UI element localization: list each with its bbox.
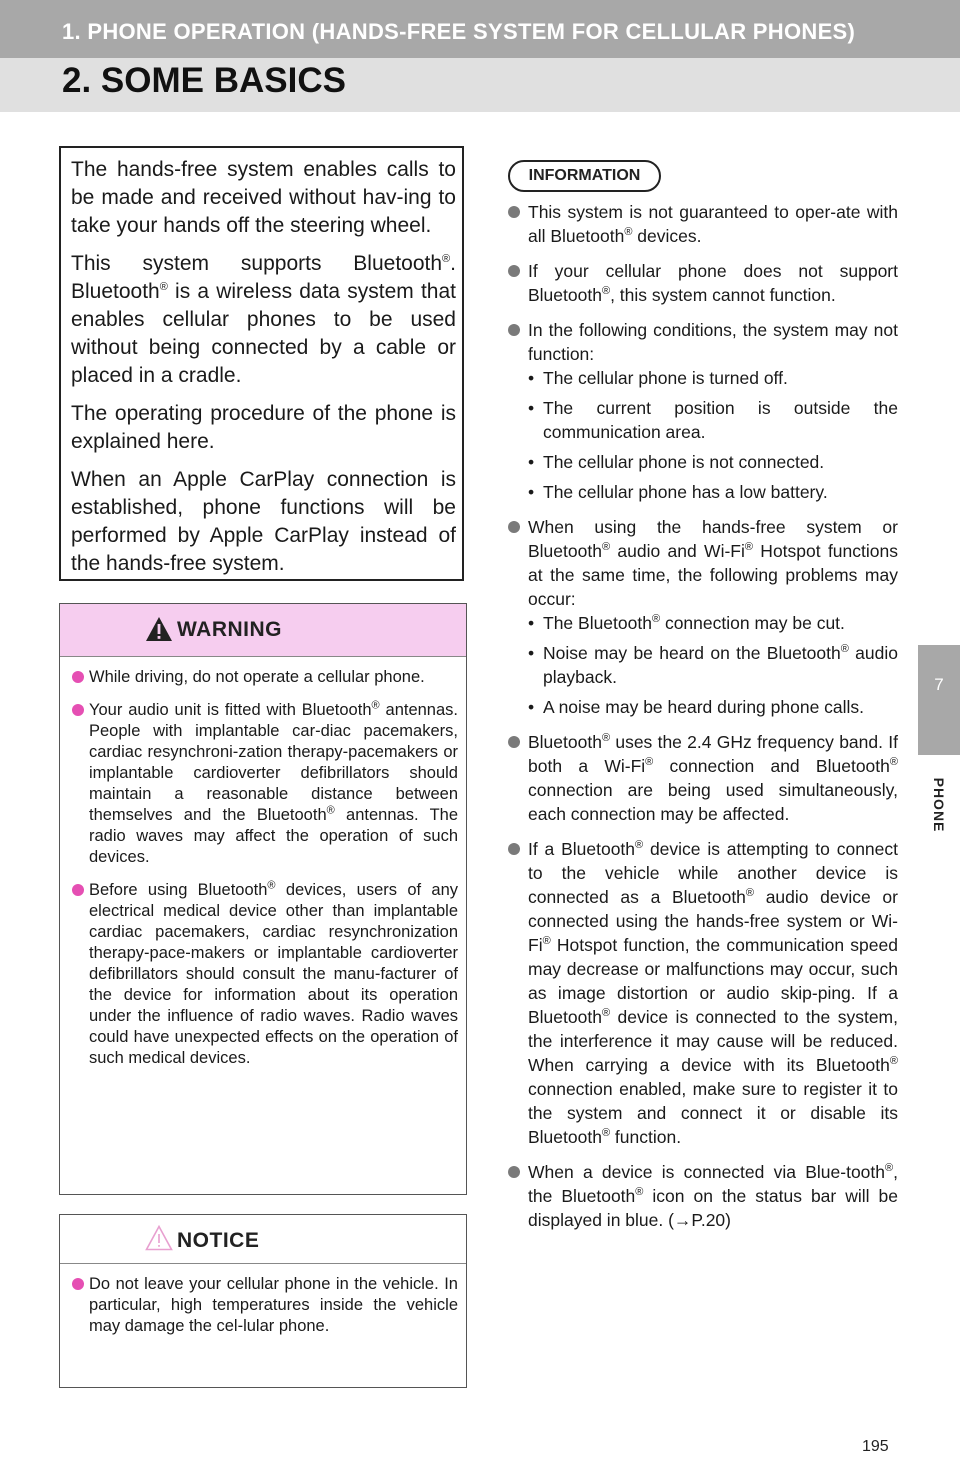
bullet-icon <box>508 843 520 855</box>
page-reference-link[interactable]: P.20) <box>691 1210 731 1230</box>
chapter-tab-label[interactable]: PHONE <box>918 755 960 855</box>
page-header: 1. PHONE OPERATION (HANDS-FREE SYSTEM FO… <box>0 0 960 112</box>
intro-paragraph: This system supports Bluetooth®. Bluetoo… <box>71 252 456 387</box>
information-section: This system is not guaranteed to oper-at… <box>508 200 898 1243</box>
page-number: 195 <box>862 1438 889 1455</box>
info-subitem: •A noise may be heard during phone calls… <box>528 697 865 717</box>
warning-box: WARNING While driving, do not operate a … <box>59 603 467 1195</box>
info-subitem: •The cellular phone has a low battery. <box>528 482 828 502</box>
notice-box: NOTICE Do not leave your cellular phone … <box>59 1214 467 1388</box>
notice-item: Do not leave your cellular phone in the … <box>72 1274 458 1337</box>
caution-icon <box>145 1225 173 1251</box>
intro-paragraph: When an Apple CarPlay connection is esta… <box>71 468 456 575</box>
section-title: 1. PHONE OPERATION (HANDS-FREE SYSTEM FO… <box>62 19 856 44</box>
arrow-right-icon: → <box>673 1210 692 1230</box>
warning-title: WARNING <box>177 618 282 641</box>
bullet-icon <box>508 324 520 336</box>
bullet-icon <box>72 704 84 716</box>
chapter-tab-number[interactable]: 7 <box>918 645 960 755</box>
info-subitem: •Noise may be heard on the Bluetooth® au… <box>528 643 898 687</box>
warning-item: Your audio unit is fitted with Bluetooth… <box>72 700 458 868</box>
info-item: This system is not guaranteed to oper-at… <box>508 200 898 248</box>
bullet-icon <box>72 1278 84 1290</box>
bullet-icon <box>72 671 84 683</box>
header-band <box>0 0 960 58</box>
information-label: INFORMATION <box>508 160 661 192</box>
bullet-icon <box>508 521 520 533</box>
bullet-icon <box>72 884 84 896</box>
info-item: In the following conditions, the system … <box>508 318 898 504</box>
bullet-icon <box>508 265 520 277</box>
chapter-label: PHONE <box>931 777 947 833</box>
bullet-icon <box>508 736 520 748</box>
notice-title: NOTICE <box>177 1229 260 1252</box>
bullet-icon <box>508 206 520 218</box>
warning-icon <box>146 617 172 641</box>
warning-header: WARNING <box>60 604 466 657</box>
info-subitem: •The cellular phone is turned off. <box>528 368 788 388</box>
intro-box: The hands-free system enables calls to b… <box>59 146 464 581</box>
warning-item: While driving, do not operate a cellular… <box>72 667 458 688</box>
intro-paragraph: The operating procedure of the phone is … <box>71 402 456 453</box>
info-item: When using the hands-free system or Blue… <box>508 515 898 719</box>
info-item: When a device is connected via Blue-toot… <box>508 1160 898 1232</box>
info-item: If your cellular phone does not support … <box>508 259 898 307</box>
intro-paragraph: The hands-free system enables calls to b… <box>71 158 456 237</box>
page-title: 2. SOME BASICS <box>62 61 346 100</box>
warning-item: Before using Bluetooth® devices, users o… <box>72 880 458 1069</box>
info-item: Bluetooth® uses the 2.4 GHz frequency ba… <box>508 730 898 826</box>
bullet-icon <box>508 1166 520 1178</box>
info-item: If a Bluetooth® device is attempting to … <box>508 837 898 1149</box>
notice-header: NOTICE <box>60 1215 466 1264</box>
chapter-number: 7 <box>934 675 944 694</box>
info-subitem: •The cellular phone is not connected. <box>528 452 825 472</box>
info-subitem: •The current position is outside the com… <box>528 398 898 442</box>
info-subitem: •The Bluetooth® connection may be cut. <box>528 613 845 633</box>
